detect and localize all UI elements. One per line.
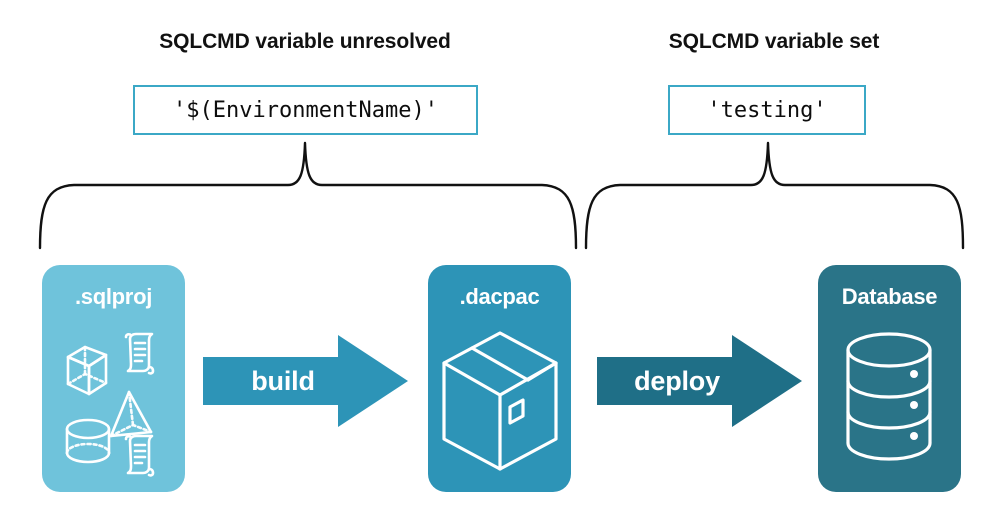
node-dacpac-label: .dacpac xyxy=(459,284,540,309)
sql-project-objects-icon xyxy=(65,332,155,477)
package-box-icon xyxy=(442,331,558,471)
right-arrow-icon xyxy=(203,335,408,427)
node-sqlproj[interactable]: .sqlproj xyxy=(42,265,185,492)
group-title-left: SQLCMD variable unresolved xyxy=(159,30,451,53)
node-database[interactable]: Database xyxy=(818,265,961,492)
brace-group xyxy=(38,141,965,250)
group-title-right: SQLCMD variable set xyxy=(668,30,880,53)
sqlcmd-variable-set-value: 'testing' xyxy=(668,85,866,135)
arrow-deploy: deploy xyxy=(597,331,802,431)
left-curly-brace-icon xyxy=(38,141,578,250)
node-sqlproj-label: .sqlproj xyxy=(74,284,153,309)
sqlcmd-variable-unresolved-value: '$(EnvironmentName)' xyxy=(133,85,478,135)
database-cylinder-icon xyxy=(846,332,932,461)
node-dacpac[interactable]: .dacpac xyxy=(428,265,571,492)
arrow-build: build xyxy=(203,331,408,431)
right-arrow-icon xyxy=(597,335,802,427)
node-database-label: Database xyxy=(841,284,938,309)
right-curly-brace-icon xyxy=(584,141,965,250)
